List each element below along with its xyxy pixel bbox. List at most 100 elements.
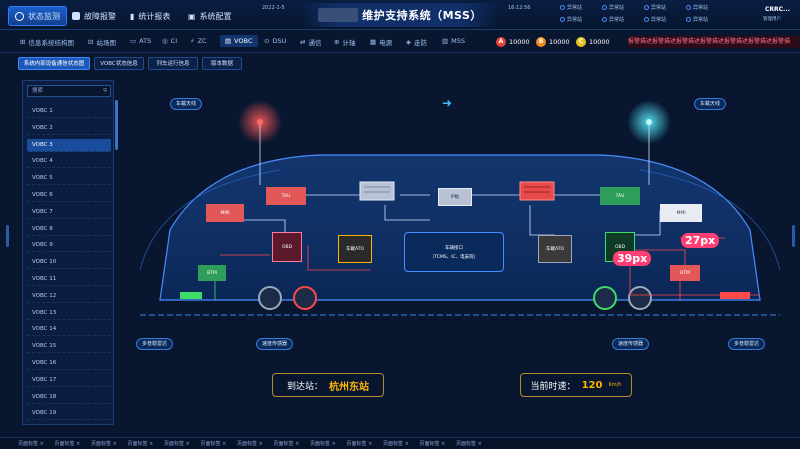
stat-item[interactable]: 异常站 <box>644 4 666 11</box>
page-tab[interactable]: 页面标签 × <box>456 441 482 447</box>
btm-left-box[interactable]: BTM <box>198 265 226 281</box>
sidebar-item-vobc[interactable]: VOBC 19 <box>27 407 111 421</box>
tab-comm-status[interactable]: 系统内部设备通信状态图 <box>18 57 90 70</box>
stat-item[interactable]: 异常站 <box>686 16 708 23</box>
subnav-mss[interactable]: ▥MSS <box>442 37 466 45</box>
obd-left-box[interactable]: OBD <box>272 232 302 262</box>
close-icon[interactable]: × <box>147 441 154 447</box>
sidebar-scrollbar[interactable] <box>115 100 118 150</box>
page-tab[interactable]: 页面标签 × <box>200 441 227 447</box>
stat-item[interactable]: 异常站 <box>602 4 624 11</box>
network-switch-left[interactable] <box>359 181 395 201</box>
search-icon[interactable]: ⚲ <box>102 88 107 94</box>
subnav-power[interactable]: ▦电源 <box>370 38 393 47</box>
sidebar-item-vobc[interactable]: VOBC 16 <box>27 357 111 370</box>
tau-left-box[interactable]: TAU <box>266 187 306 205</box>
sidebar-item-vobc[interactable]: VOBC 2 <box>27 122 111 135</box>
page-tab[interactable]: 页面标签 × <box>164 441 190 447</box>
subnav-ats[interactable]: ▭ATS <box>130 37 152 45</box>
close-icon[interactable]: × <box>184 441 190 447</box>
ato-left-box[interactable]: 车載ATO <box>338 235 372 263</box>
sidebar-item-vobc[interactable]: VOBC 17 <box>27 374 111 387</box>
subnav-dsu[interactable]: ⊙DSU <box>264 37 287 45</box>
alarm-ticker[interactable]: 报警描述报警描述报警描述报警描述报警描述报警描述报警描 <box>628 36 800 48</box>
ap-router-box[interactable]: IP板 <box>438 188 472 206</box>
subnav-zc[interactable]: ⚡ZC <box>190 37 207 45</box>
subnav-vobc[interactable]: ▤VOBC <box>220 35 258 47</box>
nav-fault-alarm[interactable]: 故障报警 <box>72 6 116 26</box>
tab-version-data[interactable]: 版本数据 <box>202 57 242 70</box>
search-input[interactable]: 搜索 ⚲ <box>27 85 111 97</box>
sidebar-item-vobc[interactable]: VOBC 15 <box>27 340 111 354</box>
tau-right-box[interactable]: TAU <box>600 187 640 205</box>
left-collapse-handle[interactable] <box>6 225 9 247</box>
close-icon[interactable]: × <box>220 441 227 447</box>
sidebar-item-vobc[interactable]: VOBC 4 <box>27 155 111 169</box>
page-tab[interactable]: 页面标签 × <box>91 441 117 447</box>
right-collapse-handle[interactable] <box>792 225 795 247</box>
sidebar-item-vobc[interactable]: VOBC 8 <box>27 223 111 236</box>
sidebar-item-vobc[interactable]: VOBC 13 <box>27 307 111 320</box>
network-switch-right[interactable] <box>519 181 555 201</box>
antenna-left-label[interactable]: 车載天线 <box>170 98 203 110</box>
page-tab[interactable]: 页面标签 × <box>419 441 446 447</box>
sidebar-item-vobc[interactable]: VOBC 18 <box>27 391 111 404</box>
sidebar-item-vobc[interactable]: VOBC 5 <box>27 172 111 186</box>
close-icon[interactable]: × <box>476 441 482 447</box>
close-icon[interactable]: × <box>74 441 81 447</box>
vehicle-interface-box[interactable]: 车辆接口 （TCMS、IC、电安岗） <box>404 232 504 272</box>
doppler-radar-left-label[interactable]: 多普勒雷达 <box>136 338 174 350</box>
close-icon[interactable]: × <box>38 441 44 447</box>
subnav-network[interactable]: ⊞信息系统结构图 <box>20 38 74 47</box>
page-tab[interactable]: 页面标签 × <box>383 441 409 447</box>
sidebar-item-vobc[interactable]: VOBC 14 <box>27 323 111 337</box>
close-icon[interactable]: × <box>257 441 263 447</box>
close-icon[interactable]: × <box>330 441 336 447</box>
sidebar-item-vobc[interactable]: VOBC 6 <box>27 189 111 202</box>
stat-item[interactable]: 异常站 <box>644 16 666 23</box>
user-name[interactable]: 管理用户 <box>763 17 781 22</box>
subnav-guard[interactable]: ◈走防 <box>406 38 427 47</box>
subnav-axle[interactable]: ⊕计轴 <box>334 38 356 47</box>
stat-item[interactable]: 异常站 <box>560 4 582 11</box>
page-tab[interactable]: 页面标签 × <box>54 441 81 447</box>
mmi-left-box[interactable]: MMI <box>206 204 244 222</box>
sidebar-item-vobc[interactable]: VOBC 7 <box>27 206 111 219</box>
antenna-right-label[interactable]: 车載天线 <box>694 98 727 110</box>
sidebar-item-vobc[interactable]: VOBC 11 <box>27 273 111 286</box>
stat-item[interactable]: 异常站 <box>560 16 582 23</box>
sidebar-item-vobc[interactable]: VOBC 12 <box>27 290 111 303</box>
subnav-station[interactable]: ⊟站场图 <box>88 38 116 47</box>
close-icon[interactable]: × <box>439 441 446 447</box>
subnav-ci[interactable]: ◎CI <box>162 37 178 45</box>
nav-system-config[interactable]: ▣ 系统配置 <box>188 6 232 26</box>
page-tab[interactable]: 页面标签 × <box>127 441 154 447</box>
page-tab[interactable]: 页面标签 × <box>237 441 263 447</box>
page-tab[interactable]: 页面标签 × <box>273 441 300 447</box>
close-icon[interactable]: × <box>293 441 300 447</box>
page-tab[interactable]: 页面标签 × <box>18 441 44 447</box>
close-icon[interactable]: × <box>403 441 409 447</box>
nav-statistics[interactable]: ▮ 统计报表 <box>130 6 170 26</box>
sidebar-item-vobc[interactable]: VOBC 10 <box>27 256 111 270</box>
stat-item[interactable]: 异常站 <box>686 4 708 11</box>
doppler-radar-right-label[interactable]: 多普勒雷达 <box>728 338 766 350</box>
tab-vobc-status[interactable]: VOBC状态信息 <box>94 57 144 70</box>
btm-right-box[interactable]: BTM <box>670 265 700 281</box>
tab-train-info[interactable]: 列车运行信息 <box>148 57 198 70</box>
sidebar-item-vobc[interactable]: VOBC 1 <box>27 105 111 118</box>
page-tab[interactable]: 页面标签 × <box>346 441 373 447</box>
nav-status-monitor[interactable]: 状态监测 <box>8 6 67 26</box>
mmi-right-box[interactable]: MMI <box>660 204 702 222</box>
sidebar-item-vobc[interactable]: VOBC 9 <box>27 239 111 253</box>
ato-right-box[interactable]: 车載ATO <box>538 235 572 263</box>
close-icon[interactable]: × <box>111 441 117 447</box>
page-tab[interactable]: 页面标签 × <box>310 441 336 447</box>
stat-item[interactable]: 异常站 <box>602 16 624 23</box>
speed-sensor-right-label[interactable]: 速度传感器 <box>612 338 650 350</box>
subnav-comm[interactable]: ⇄通信 <box>300 38 322 47</box>
speed-sensor-left-label[interactable]: 速度传感器 <box>256 338 294 350</box>
